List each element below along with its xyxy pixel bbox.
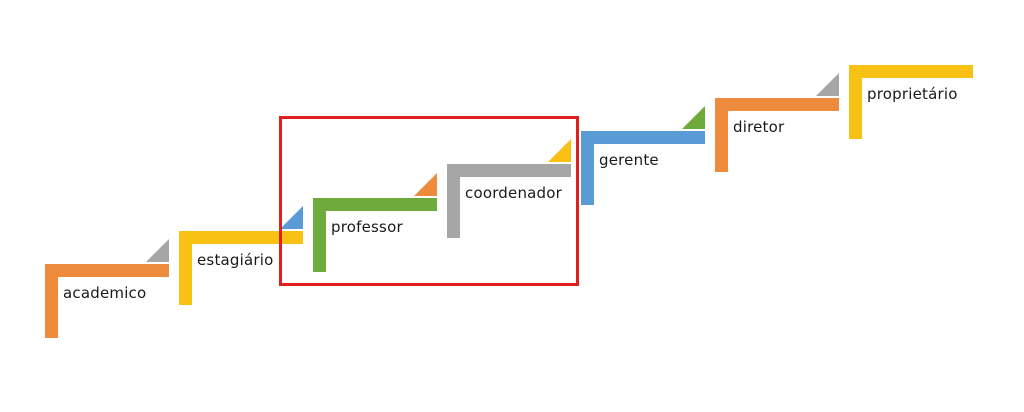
step-gerente-marker-triangle [682, 106, 705, 129]
step-diretor-label: diretor [733, 118, 785, 136]
step-gerente-label: gerente [599, 151, 659, 169]
step-academico-top-bar [45, 264, 169, 277]
step-diretor-top-bar [715, 98, 839, 111]
step-professor-marker-triangle [414, 173, 437, 196]
step-academico-label: academico [63, 284, 147, 302]
highlight-box [279, 116, 579, 286]
step-estagiario-marker-triangle [280, 206, 303, 229]
step-estagiario-label: estagiário [197, 251, 274, 269]
step-proprietario-side-bar [849, 65, 862, 139]
step-professor-top-bar [313, 198, 437, 211]
step-estagiario-top-bar [179, 231, 303, 244]
step-coordenador-label: coordenador [465, 184, 563, 202]
step-professor-side-bar [313, 198, 326, 272]
step-academico-side-bar [45, 264, 58, 338]
step-gerente-top-bar [581, 131, 705, 144]
step-estagiario-side-bar [179, 231, 192, 305]
step-coordenador-top-bar [447, 164, 571, 177]
step-gerente-side-bar [581, 131, 594, 205]
step-diretor-marker-triangle [816, 73, 839, 96]
step-professor-label: professor [331, 218, 403, 236]
step-coordenador-side-bar [447, 164, 460, 238]
step-proprietario-top-bar [849, 65, 973, 78]
step-academico-marker-triangle [146, 239, 169, 262]
step-diretor-side-bar [715, 98, 728, 172]
step-coordenador-marker-triangle [548, 139, 571, 162]
step-proprietario-label: proprietário [867, 85, 958, 103]
